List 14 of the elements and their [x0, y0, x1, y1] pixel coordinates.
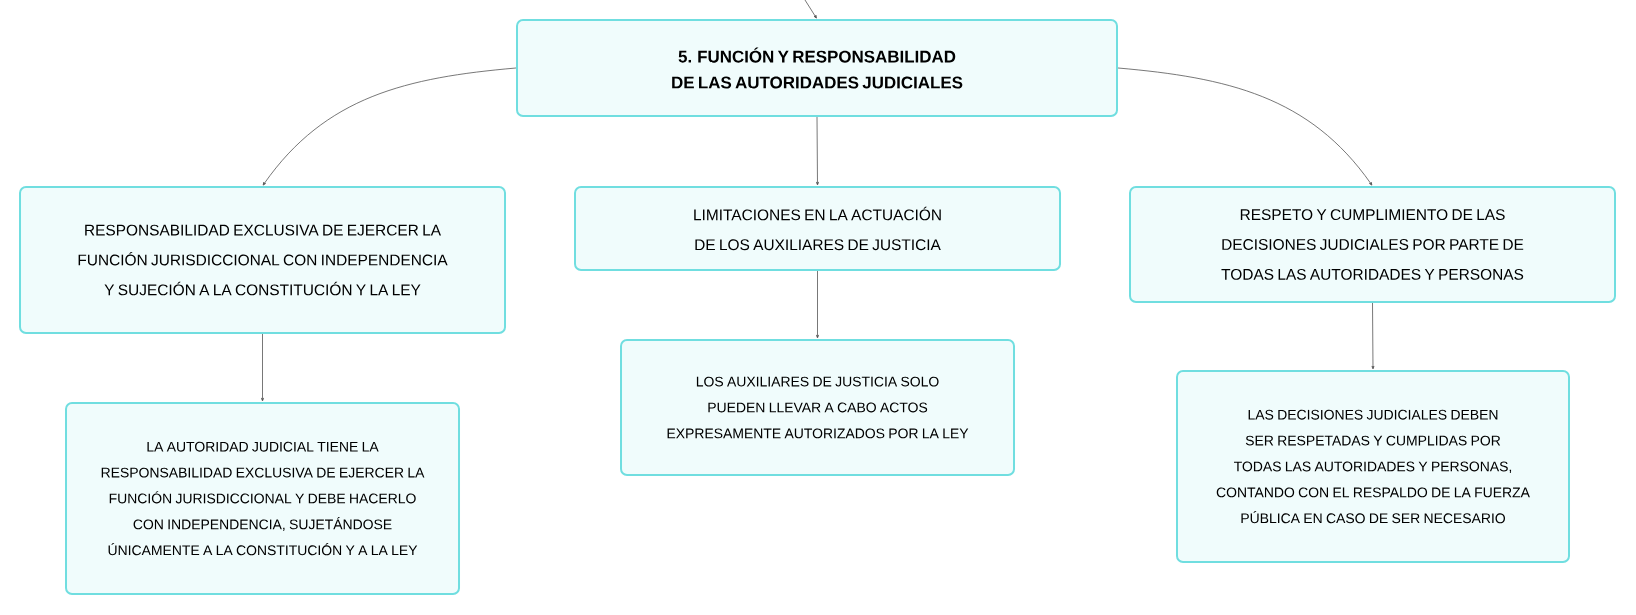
detail-box: LOS AUXILIARES DE JUSTICIA SOLO PUEDEN LLEVAR A CABO ACTOS EXPRESAMENTE AUTORIZADOS POR LA LEY [620, 339, 1015, 476]
detail-box: LA AUTORIDAD JUDICIAL TIENE LA RESPONSABILIDAD EXCLUSIVA DE EJERCER LA FUNCIÓN JURISDICCIONAL Y DEBE HACERLO CON INDEPENDENCIA, SUJETÁNDOSE ÚNICAMENTE A LA CONSTITUCIÓN Y A LA LEY [65, 402, 460, 595]
arrow [1117, 67, 1373, 186]
topic-box: RESPONSABILIDAD EXCLUSIVA DE EJERCER LA FUNCIÓN JURISDICCIONAL CON INDEPENDENCIA Y SUJECIÓN A LA CONSTITUCIÓN Y LA LEY [19, 186, 506, 334]
arrow [1371, 302, 1375, 370]
topic-box: 5. FUNCIÓN Y RESPONSABILIDAD DE LAS AUTORIDADES JUDICIALES [516, 19, 1118, 117]
arrow [804, 0, 817, 19]
arrow [262, 67, 517, 186]
arrow [816, 270, 819, 339]
arrow [816, 116, 819, 186]
arrow [261, 333, 264, 402]
topic-box: LIMITACIONES EN LA ACTUACIÓN DE LOS AUXILIARES DE JUSTICIA [574, 186, 1061, 271]
detail-box: LAS DECISIONES JUDICIALES DEBEN SER RESPETADAS Y CUMPLIDAS POR TODAS LAS AUTORIDADES Y PERSONAS, CONTANDO CON EL RESPALDO DE LA FUERZA PÚBLICA EN CASO DE SER NECESARIO [1176, 370, 1570, 563]
topic-box: RESPETO Y CUMPLIMIENTO DE LAS DECISIONES JUDICIALES POR PARTE DE TODAS LAS AUTORIDADES Y PERSONAS [1129, 186, 1616, 303]
